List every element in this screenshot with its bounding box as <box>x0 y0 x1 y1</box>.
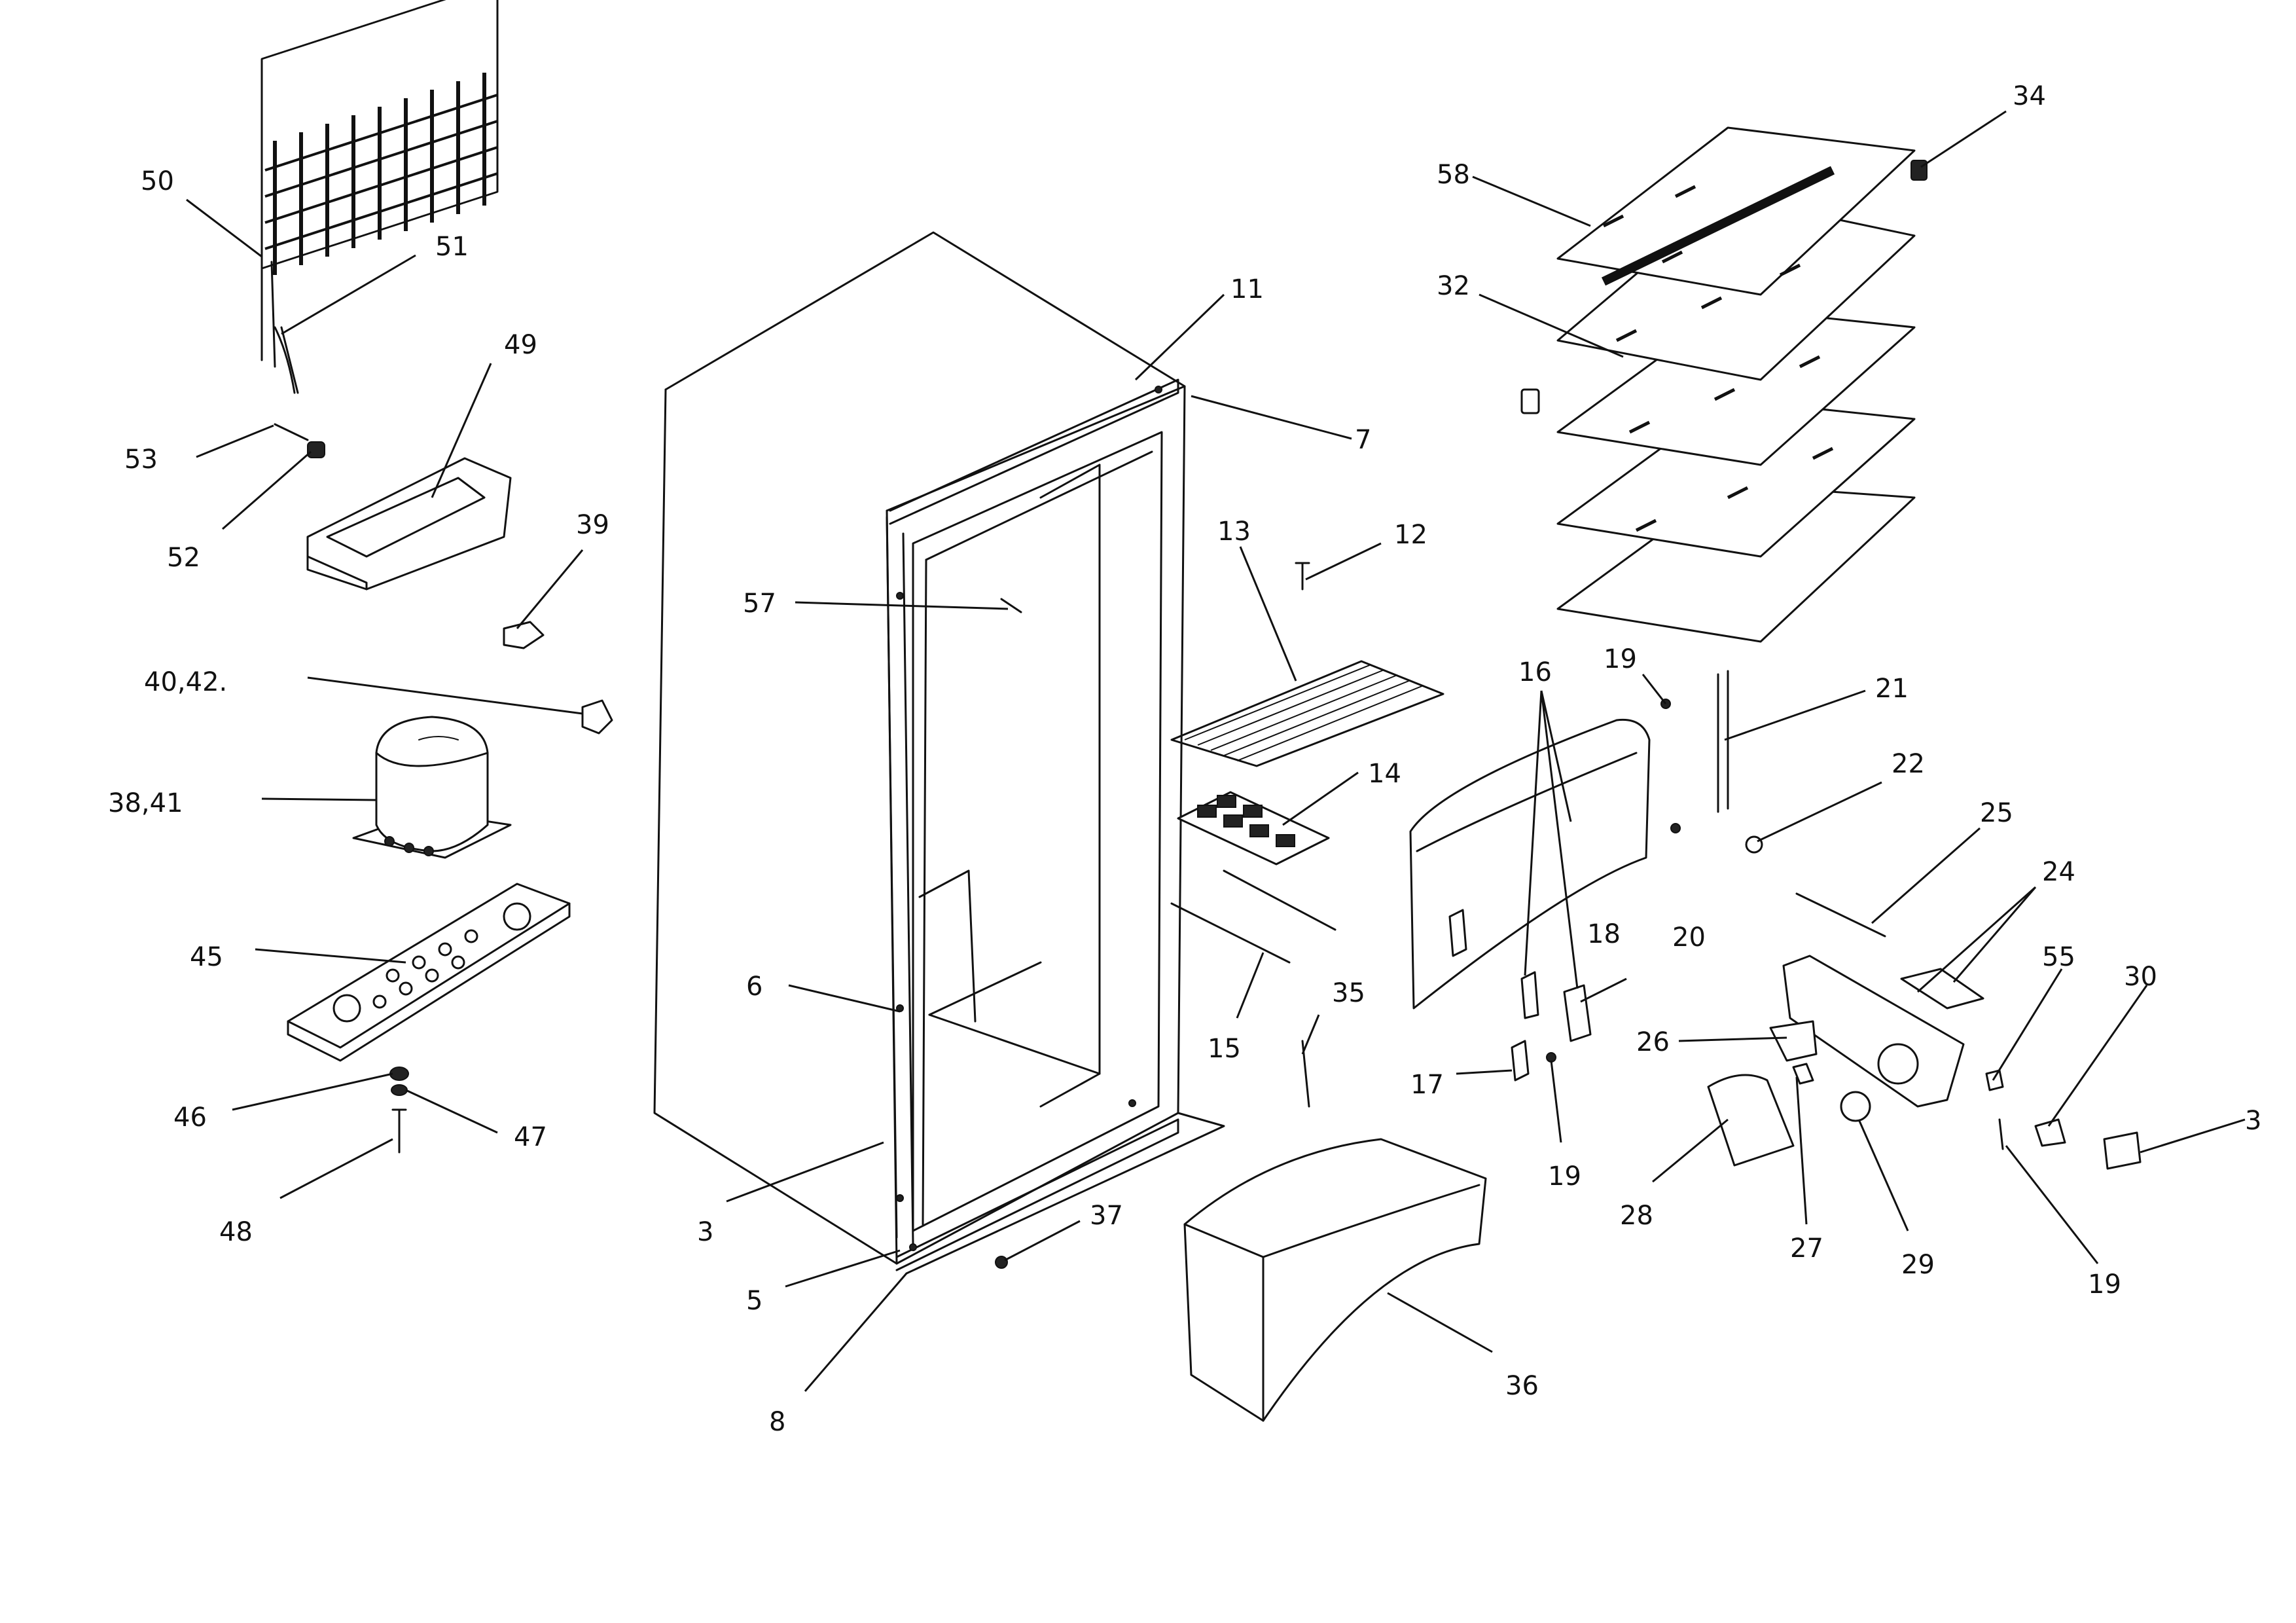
part-washer <box>391 1084 408 1096</box>
label-6: 6 <box>746 972 762 1002</box>
part-bolt <box>391 1108 407 1154</box>
part-evaporation-tray <box>306 457 512 591</box>
label-3a: 3 <box>697 1217 713 1247</box>
label-40-42: 40,42. <box>144 667 227 697</box>
part-door <box>1409 718 1651 1010</box>
part-wire-shelf <box>1170 660 1444 767</box>
part-compressor <box>352 716 512 859</box>
part-34 <box>1910 160 1928 181</box>
label-19b: 19 <box>1548 1161 1581 1192</box>
part-28 <box>1707 1074 1795 1167</box>
part-27 <box>1792 1063 1814 1085</box>
label-49: 49 <box>504 330 537 360</box>
part-glass-shelves <box>1556 126 1916 643</box>
label-50: 50 <box>141 166 174 196</box>
label-32: 32 <box>1437 271 1470 301</box>
leader-lines <box>186 110 2246 1392</box>
label-24: 24 <box>2042 857 2075 887</box>
label-7: 7 <box>1355 425 1371 455</box>
label-11: 11 <box>1230 274 1264 304</box>
label-26: 26 <box>1636 1027 1670 1057</box>
part-condenser <box>260 0 499 394</box>
part-18 <box>1520 971 1539 1019</box>
label-39: 39 <box>576 510 609 540</box>
label-57: 57 <box>743 589 776 619</box>
label-46: 46 <box>173 1103 207 1133</box>
label-14: 14 <box>1368 759 1401 789</box>
label-28: 28 <box>1620 1201 1653 1231</box>
label-16: 16 <box>1518 657 1552 687</box>
label-5: 5 <box>746 1286 762 1316</box>
part-37 <box>995 1256 1008 1269</box>
label-20: 20 <box>1672 922 1706 953</box>
label-38-41: 38,41 <box>108 788 183 818</box>
label-25: 25 <box>1980 798 2013 828</box>
label-17: 17 <box>1410 1070 1444 1100</box>
label-19c: 19 <box>2088 1269 2121 1300</box>
part-57 <box>1000 598 1022 613</box>
label-22: 22 <box>1892 749 1925 779</box>
part-39 <box>503 621 545 649</box>
part-labels: 50 51 49 53 52 39 40,42. 38,41 45 46 47 … <box>108 81 2261 1437</box>
label-36: 36 <box>1505 1371 1539 1401</box>
label-30: 30 <box>2124 962 2157 992</box>
label-8: 8 <box>769 1407 785 1437</box>
part-26 <box>1769 1020 1818 1062</box>
label-58: 58 <box>1437 160 1470 190</box>
part-3-switch <box>2103 1131 2142 1170</box>
part-12 <box>1295 562 1310 591</box>
label-12: 12 <box>1394 520 1427 550</box>
part-relay <box>581 699 613 735</box>
part-grommet <box>389 1067 409 1081</box>
label-13: 13 <box>1217 517 1251 547</box>
label-3b: 3 <box>2245 1106 2261 1136</box>
part-25 <box>1795 892 1886 938</box>
label-34: 34 <box>2013 81 2046 111</box>
label-19a: 19 <box>1604 644 1637 674</box>
label-15: 15 <box>1208 1034 1241 1064</box>
part-hinge-bar <box>1660 670 1729 833</box>
label-53: 53 <box>124 445 158 475</box>
label-45: 45 <box>190 942 223 972</box>
part-cabinet <box>653 231 1225 1275</box>
part-drier <box>274 326 296 394</box>
part-29 <box>1840 1091 1871 1122</box>
part-22 <box>1745 835 1763 854</box>
part-crisper-drawer <box>1183 1138 1487 1422</box>
label-18: 18 <box>1587 919 1621 949</box>
part-19-screw <box>1546 1052 1556 1063</box>
part-control-housing <box>1782 955 1984 1108</box>
part-clip <box>307 441 325 458</box>
part-screw <box>274 423 309 441</box>
part-55 <box>1985 1069 2004 1091</box>
label-47: 47 <box>514 1122 547 1152</box>
part-rail <box>1170 869 1336 964</box>
label-51: 51 <box>435 232 469 262</box>
label-21: 21 <box>1875 674 1909 704</box>
part-shelf-support <box>1520 388 1540 414</box>
label-37: 37 <box>1090 1201 1123 1231</box>
label-52: 52 <box>167 543 200 573</box>
label-27: 27 <box>1790 1233 1823 1264</box>
part-ice-tray <box>1177 791 1330 866</box>
label-35: 35 <box>1332 978 1365 1008</box>
label-29: 29 <box>1901 1250 1935 1280</box>
label-55: 55 <box>2042 942 2075 972</box>
label-48: 48 <box>219 1217 253 1247</box>
part-17 <box>1511 1040 1530 1082</box>
part-compressor-base-plate <box>287 883 571 1062</box>
part-20 <box>1563 984 1592 1042</box>
part-19c-screw <box>1998 1118 2004 1150</box>
